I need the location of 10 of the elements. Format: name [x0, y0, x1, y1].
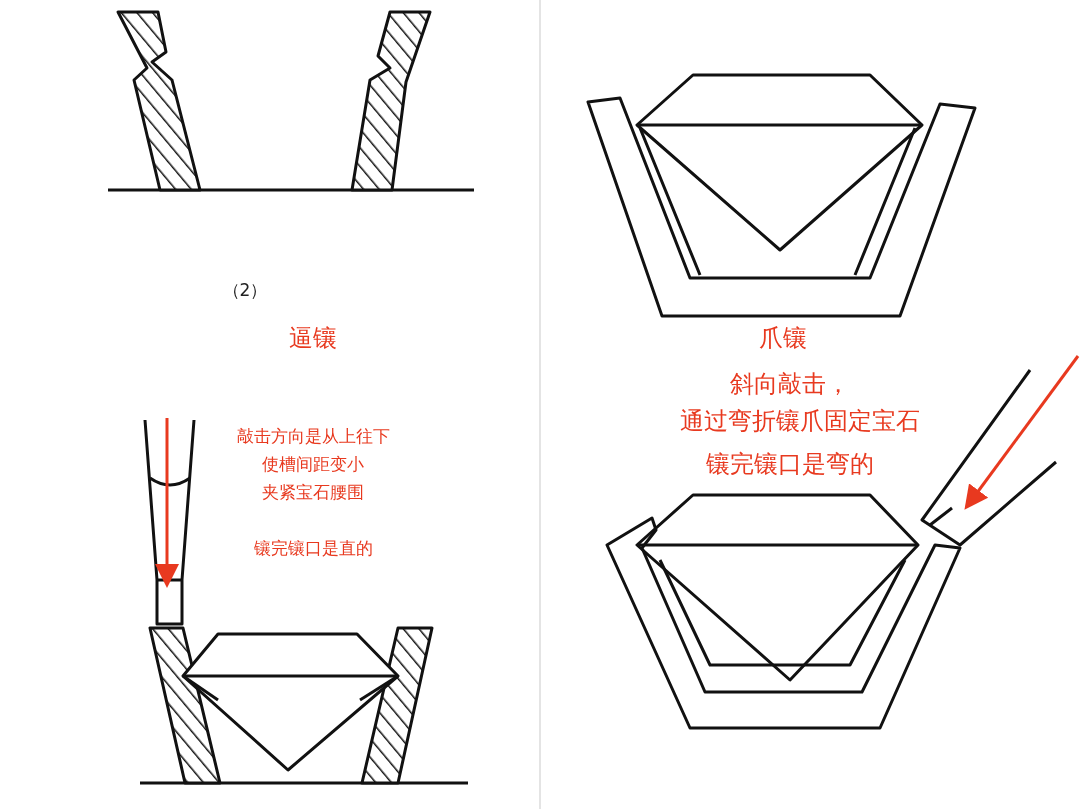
annotation-text: 使槽间距变小 — [262, 454, 364, 475]
annotation-text: 镶完镶口是弯的 — [706, 450, 874, 479]
annotation-text: 敲击方向是从上往下 — [236, 426, 390, 447]
annotation-text: 斜向敲击， — [730, 370, 850, 399]
annotation-text: 夹紧宝石腰围 — [262, 482, 364, 503]
figure-number: （2） — [222, 280, 268, 301]
annotation-text: 通过弯折镶爪固定宝石 — [680, 407, 920, 436]
annotation-text: 镶完镶口是直的 — [253, 538, 373, 559]
caption-text: 爪镶 — [759, 324, 807, 353]
caption-text: 逼镶 — [289, 324, 337, 353]
